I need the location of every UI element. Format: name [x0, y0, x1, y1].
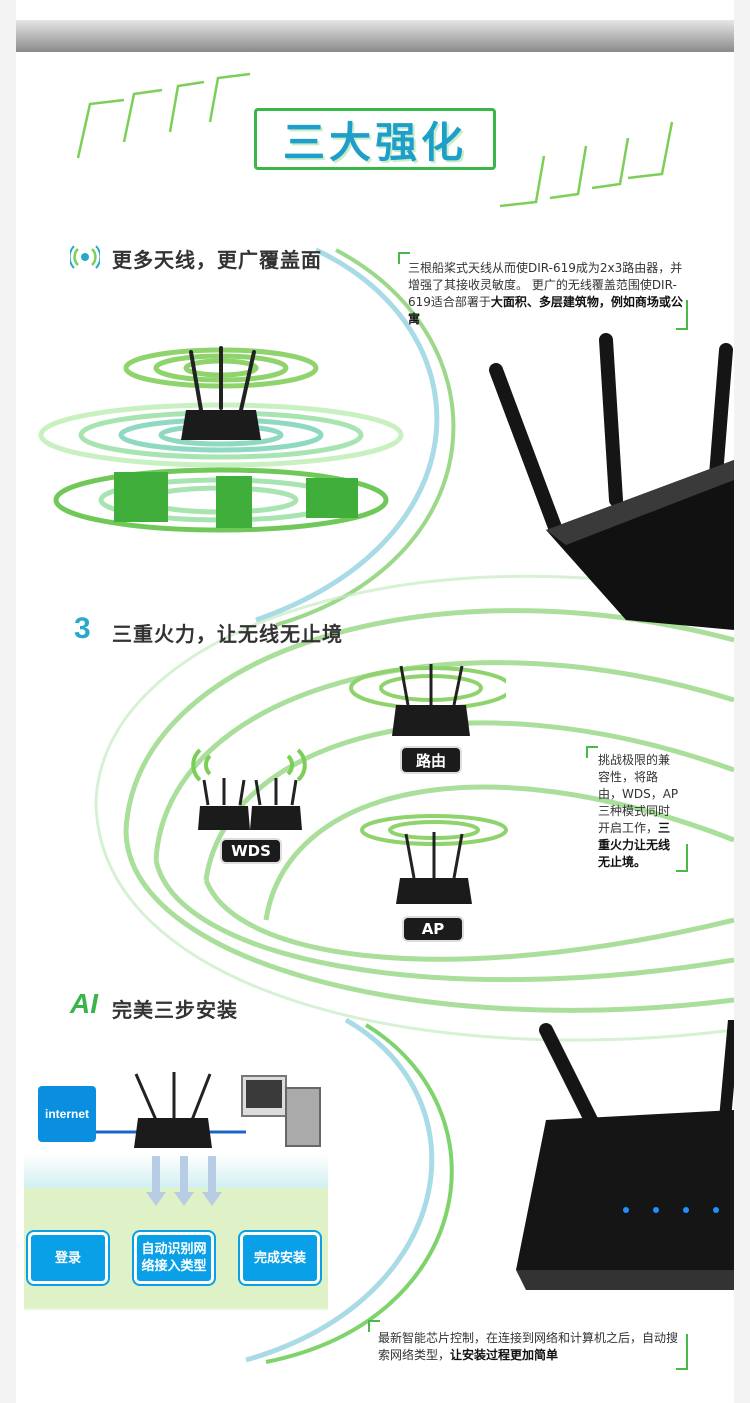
- wifi-signal-icon: [70, 245, 100, 269]
- install-bracket-top-left: [368, 1320, 380, 1332]
- section-install-title: 完美三步安装: [112, 998, 238, 1022]
- modes-bracket-top-left: [586, 746, 598, 758]
- wds-illustration: [191, 748, 307, 830]
- section-install-description: 最新智能芯片控制，在连接到网络和计算机之后，自动搜索网络类型，让安装过程更加简单: [378, 1330, 678, 1364]
- modes-text-bold: 三重火力让无线无止境。: [598, 821, 671, 869]
- title-decoration-right: [499, 121, 674, 208]
- section-modes-description: 挑战极限的兼容性，将路由，WDS，AP三种模式同时开启工作，三重火力让无线无止境…: [598, 752, 680, 871]
- router-large-image: [489, 333, 734, 630]
- mode-label-wds: WDS: [220, 838, 282, 864]
- main-title: 三大强化: [282, 117, 467, 167]
- section-modes-title: 三重火力，让无线无止境: [112, 622, 343, 646]
- internet-icon: internet: [38, 1086, 96, 1142]
- text-bracket-top-left: [398, 252, 410, 264]
- section-antenna-description: 三根船桨式天线从而使DIR-619成为2x3路由器，并增强了其接收灵敏度。 更广…: [408, 260, 688, 328]
- section-modes-icon: 3: [74, 612, 91, 645]
- mode-label-router: 路由: [400, 746, 462, 774]
- ap-illustration: [360, 814, 508, 904]
- modes-bracket-bottom-right: [676, 844, 688, 872]
- step-finish-install-button: 完成安装: [240, 1232, 320, 1284]
- antenna-text-bold: 大面积、多层建筑物，例如商场或公寓: [408, 295, 683, 326]
- page: 三大强化 更多天线，更广覆盖面 三根船桨式天线从而使DIR-619成为2x3路由…: [16, 0, 734, 1403]
- install-bracket-bottom-right: [676, 1334, 688, 1370]
- router-large-image-2: [516, 1020, 734, 1290]
- step-login-button: 登录: [28, 1232, 108, 1284]
- section-antenna-title: 更多天线，更广覆盖面: [112, 248, 322, 272]
- router-mode-illustration: [349, 664, 506, 736]
- mode-label-ap: AP: [402, 916, 464, 942]
- main-title-box: 三大强化: [254, 108, 496, 170]
- top-banner-bar: [16, 20, 734, 52]
- coverage-illustration: [38, 346, 404, 533]
- install-text-normal: 最新智能芯片控制，在连接到网络和计算机之后，自动搜索网络类型，: [378, 1331, 679, 1362]
- step-detect-network-button: 自动识别网络接入类型: [134, 1232, 214, 1284]
- text-bracket-bottom-right: [676, 300, 688, 330]
- modes-text-normal: 挑战极限的兼容性，将路由，WDS，AP三种模式同时开启工作，: [598, 753, 679, 835]
- install-text-bold: 让安装过程更加简单: [450, 1348, 559, 1362]
- antenna-text-normal: 三根船桨式天线从而使DIR-619成为2x3路由器，并增强了其接收灵敏度。 更广…: [408, 261, 683, 309]
- section-install-icon: AI: [70, 988, 98, 1019]
- title-decoration-left: [76, 72, 251, 159]
